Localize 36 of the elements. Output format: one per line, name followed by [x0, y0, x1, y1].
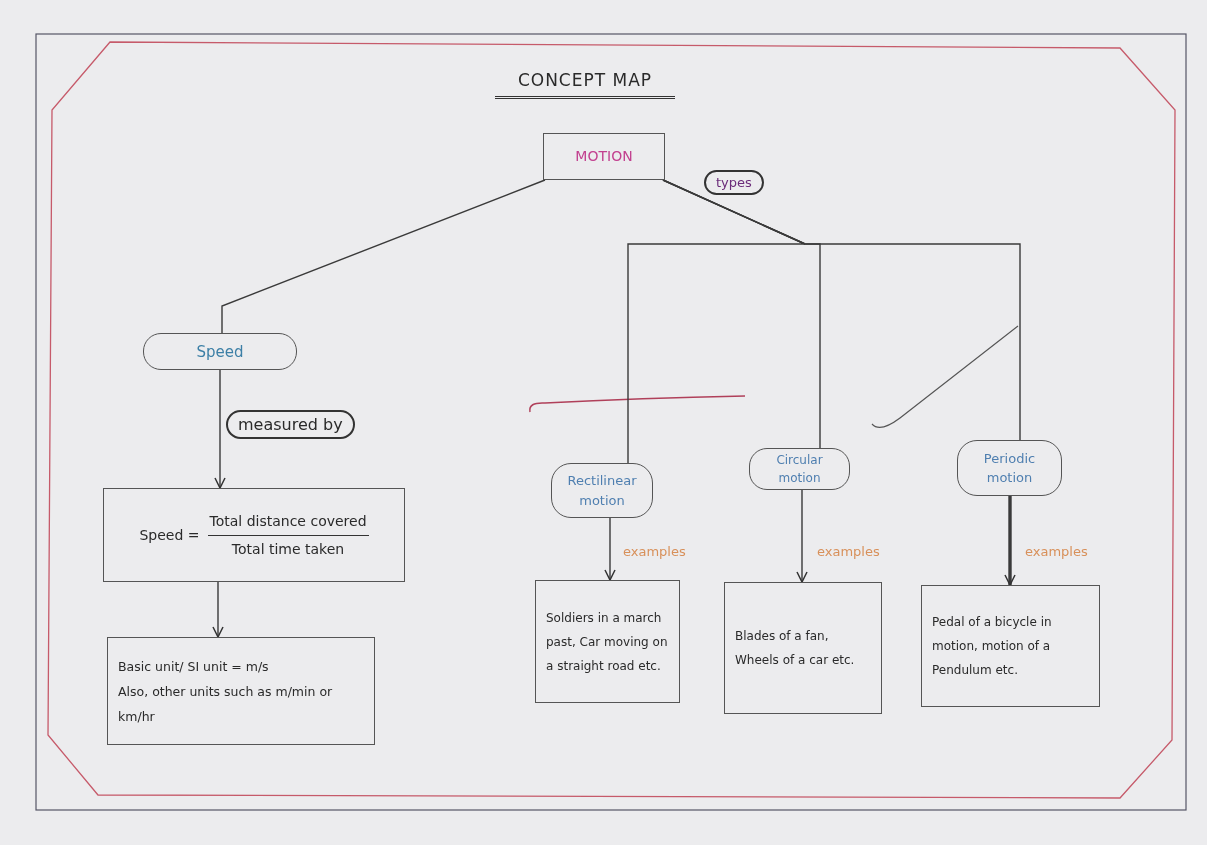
connector-line: [221, 179, 546, 334]
node-text: Soldiers in a march past, Car moving on a straight road etc.: [546, 609, 669, 675]
edge-label: types: [704, 170, 764, 195]
arrow: [604, 517, 616, 581]
concept-pill: [749, 448, 850, 490]
concept-pill: [143, 333, 297, 370]
concept-pill: [551, 463, 653, 518]
edge-label: examples: [1022, 543, 1091, 560]
edge-label: examples: [814, 543, 883, 560]
node-text: Circular motion: [775, 452, 824, 487]
formula-text: Speed =: [139, 525, 200, 545]
node-text: Pedal of a bicycle in motion, motion of a Pendulum etc.: [932, 614, 1053, 679]
concept-box: [103, 488, 405, 582]
arrow: [212, 581, 224, 638]
concept-pill: [957, 440, 1062, 496]
title: CONCEPT MAP: [495, 70, 675, 99]
edge-label: examples: [620, 543, 689, 560]
node-text: MOTION: [575, 147, 633, 167]
node-text: Basic unit/ SI unit = m/s: [118, 657, 269, 676]
denominator-text: Total time taken: [231, 539, 345, 559]
node-text: Speed: [196, 341, 244, 363]
concept-box: [724, 582, 882, 714]
connector-line: [662, 179, 1021, 441]
concept-box: [543, 133, 665, 180]
node-text: Also, other units such as m/min or km/hr: [118, 682, 334, 726]
arrow: [1004, 496, 1016, 586]
arrow: [796, 489, 808, 583]
node-text: Rectilinear motion: [566, 472, 638, 510]
concept-box: [107, 637, 375, 745]
node-text: Periodic motion: [982, 449, 1037, 487]
concept-box: [535, 580, 680, 703]
concept-box: [921, 585, 1100, 707]
edge-label: measured by: [226, 410, 355, 439]
numerator-text: Total distance covered: [207, 510, 369, 536]
arrow: [214, 369, 226, 489]
node-text: Blades of a fan, Wheels of a car etc.: [735, 628, 856, 669]
